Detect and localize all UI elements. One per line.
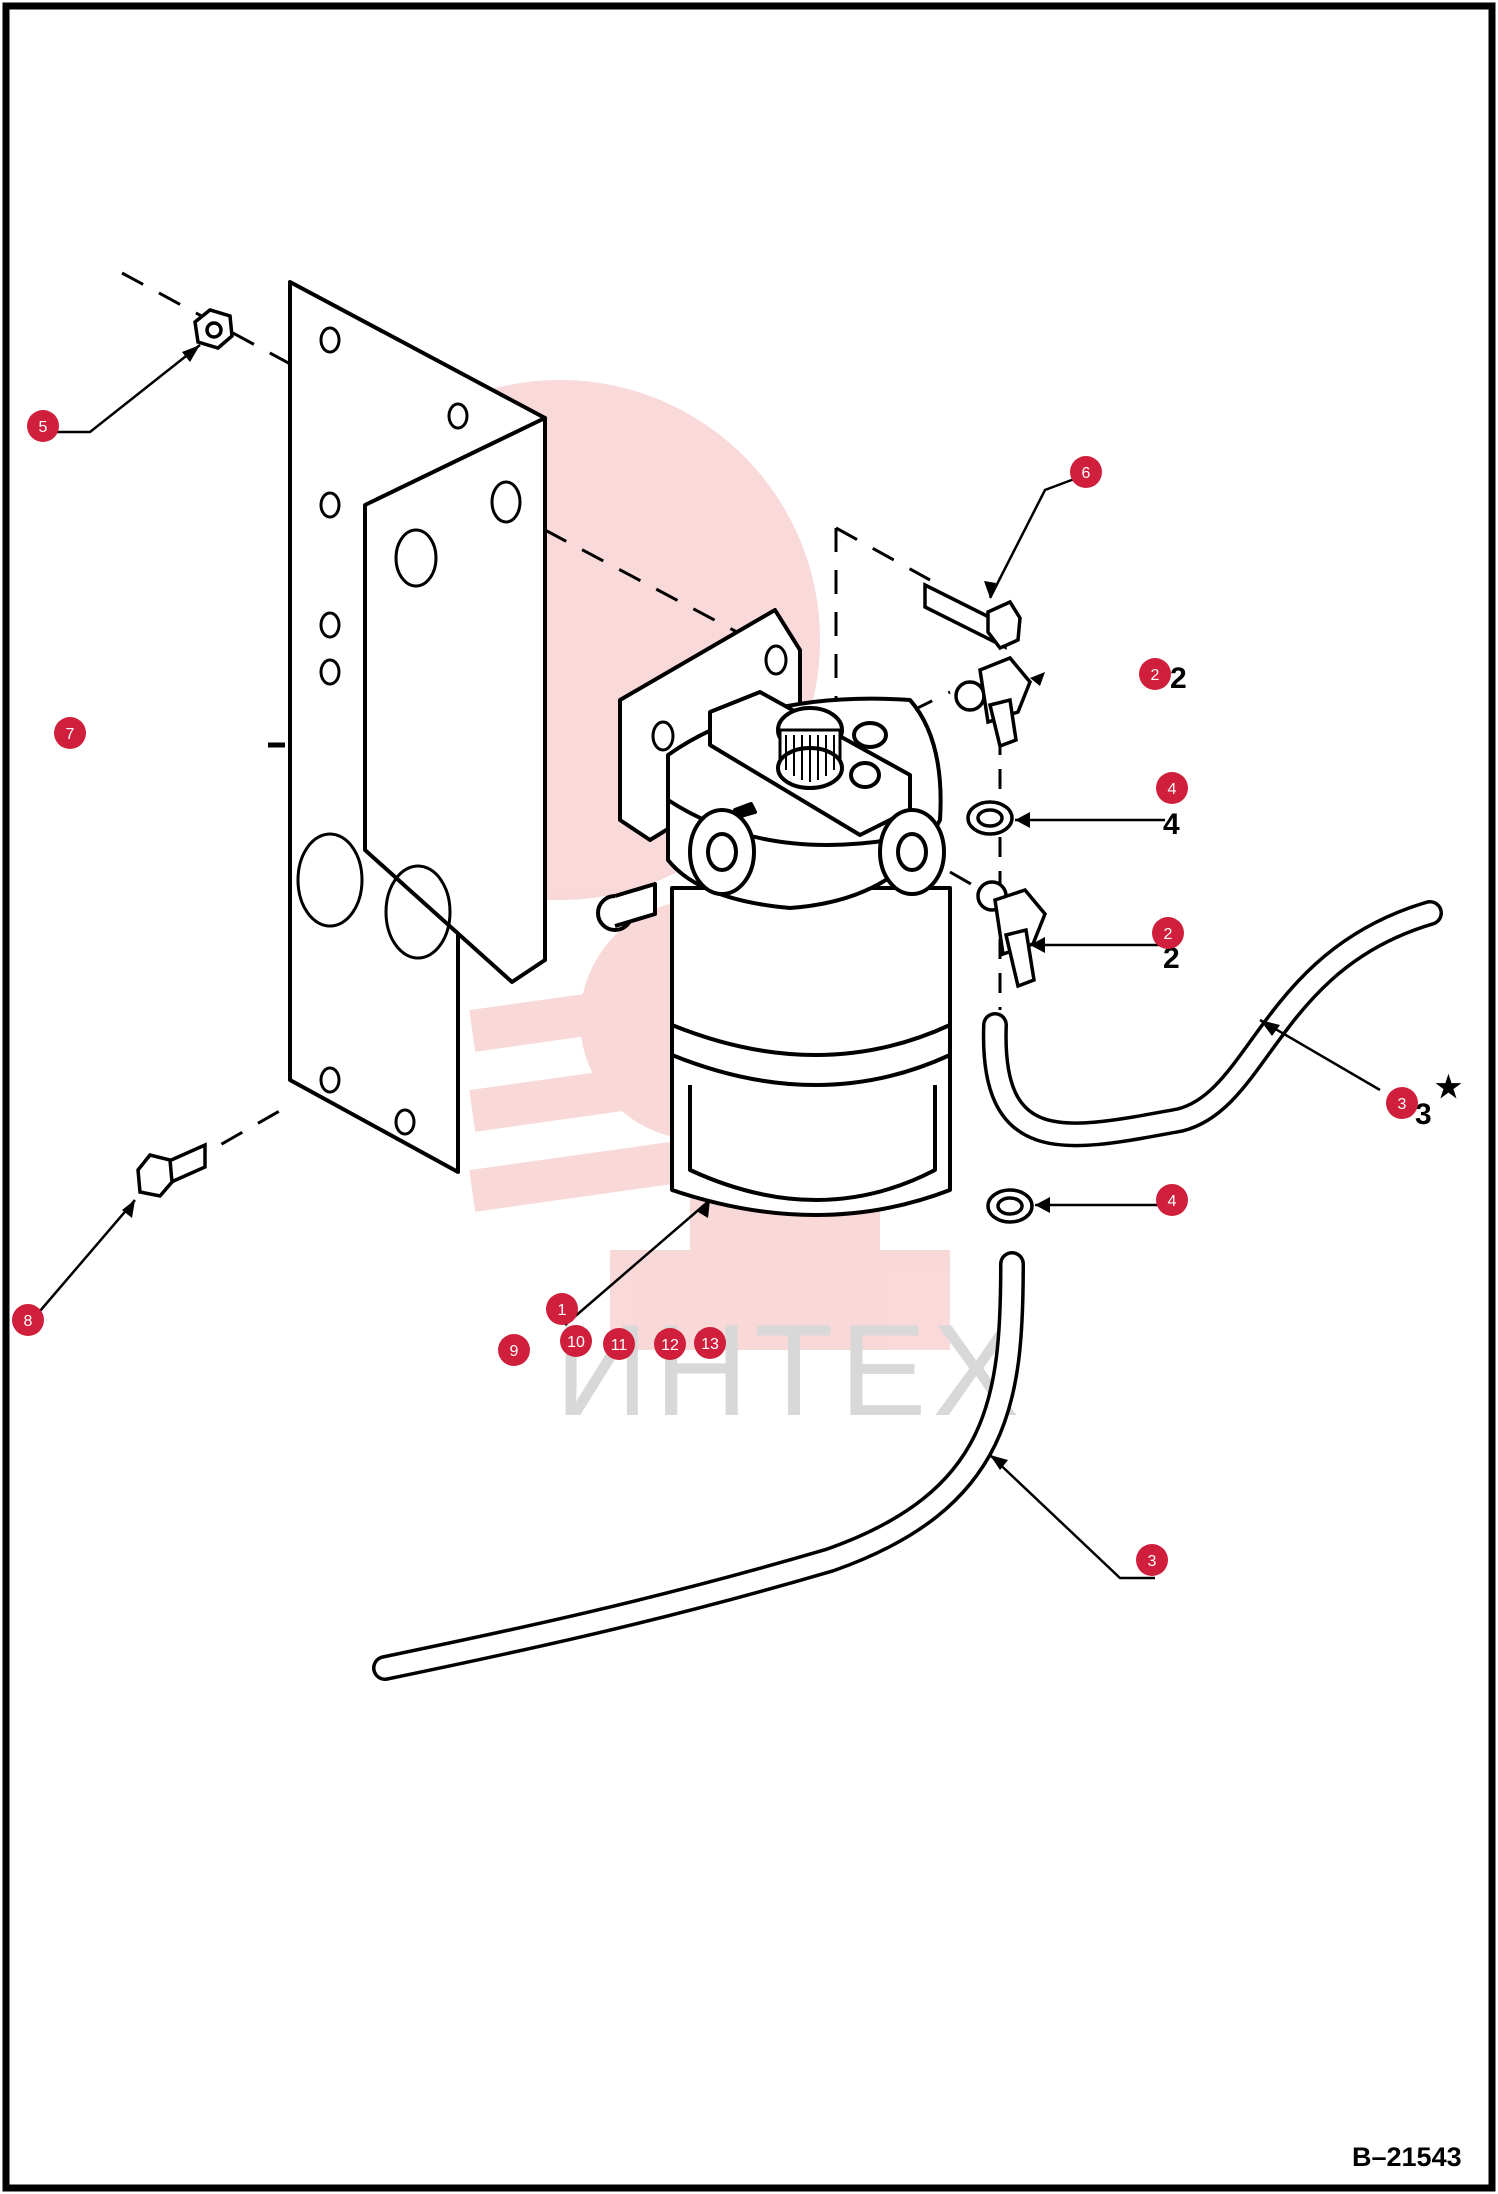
callout-2-upper[interactable]: 2 xyxy=(1139,658,1171,690)
callout-12[interactable]: 12 xyxy=(654,1328,686,1360)
callout-1[interactable]: 1 xyxy=(546,1293,578,1325)
callout-label: 4 xyxy=(1168,781,1177,798)
fuel-hose-upper xyxy=(981,900,1443,1148)
callout-label: 5 xyxy=(39,419,48,436)
callout-11[interactable]: 11 xyxy=(603,1328,635,1360)
callout-label: 9 xyxy=(510,1343,519,1360)
mounting-bracket xyxy=(268,280,547,1174)
callout-label: 7 xyxy=(66,726,75,743)
callout-label: 12 xyxy=(661,1337,679,1354)
callout-6[interactable]: 6 xyxy=(1070,456,1102,488)
cap-screw-6 xyxy=(923,582,1022,651)
callout-2-lower[interactable]: 2 xyxy=(1152,917,1184,949)
callout-label: 6 xyxy=(1082,465,1091,482)
callout-10[interactable]: 10 xyxy=(560,1325,592,1357)
callout-9[interactable]: 9 xyxy=(498,1334,530,1366)
hose-clamp-upper xyxy=(966,800,1014,836)
callout-3-upper[interactable]: 3 xyxy=(1386,1087,1418,1119)
callout-label: 13 xyxy=(701,1336,719,1353)
callout-13[interactable]: 13 xyxy=(694,1327,726,1359)
leader-lines xyxy=(27,344,1381,1580)
cap-screw-8 xyxy=(136,1142,207,1198)
leader-arrowheads xyxy=(122,345,1280,1470)
callout-label: 4 xyxy=(1168,1193,1177,1210)
callout-label: 2 xyxy=(1151,667,1160,684)
fuel-hose-lower xyxy=(372,1251,1025,1681)
callout-4-lower[interactable]: 4 xyxy=(1156,1184,1188,1216)
callout-label: 1 xyxy=(558,1302,567,1319)
hex-nut xyxy=(193,308,234,350)
callout-label: 3 xyxy=(1148,1553,1157,1570)
watermark-text: ИНТЕХ xyxy=(555,1297,1025,1443)
callout-3-lower[interactable]: 3 xyxy=(1136,1544,1168,1576)
printed-ref: 4 xyxy=(1163,808,1180,841)
callout-label: 8 xyxy=(24,1313,33,1330)
printed-ref: 2 xyxy=(1170,662,1187,695)
callout-label: 2 xyxy=(1164,926,1173,943)
callout-label: 11 xyxy=(611,1337,628,1354)
drawing-number: B–21543 xyxy=(1352,2142,1462,2172)
printed-ref: 3 xyxy=(1415,1098,1432,1131)
callout-label: 10 xyxy=(567,1334,585,1351)
callout-4-upper[interactable]: 4 xyxy=(1156,772,1188,804)
star-note-icon: ★ xyxy=(1435,1071,1462,1104)
printed-ref: 2 xyxy=(1163,942,1180,975)
callout-8[interactable]: 8 xyxy=(12,1304,44,1336)
callout-7[interactable]: 7 xyxy=(54,717,86,749)
elbow-fitting-lower xyxy=(976,880,1048,989)
fuel-filter-assembly xyxy=(596,608,952,1217)
callout-5[interactable]: 5 xyxy=(27,410,59,442)
hose-clamp-lower xyxy=(986,1188,1034,1224)
elbow-fitting-upper xyxy=(954,655,1033,749)
callout-label: 3 xyxy=(1398,1096,1407,1113)
